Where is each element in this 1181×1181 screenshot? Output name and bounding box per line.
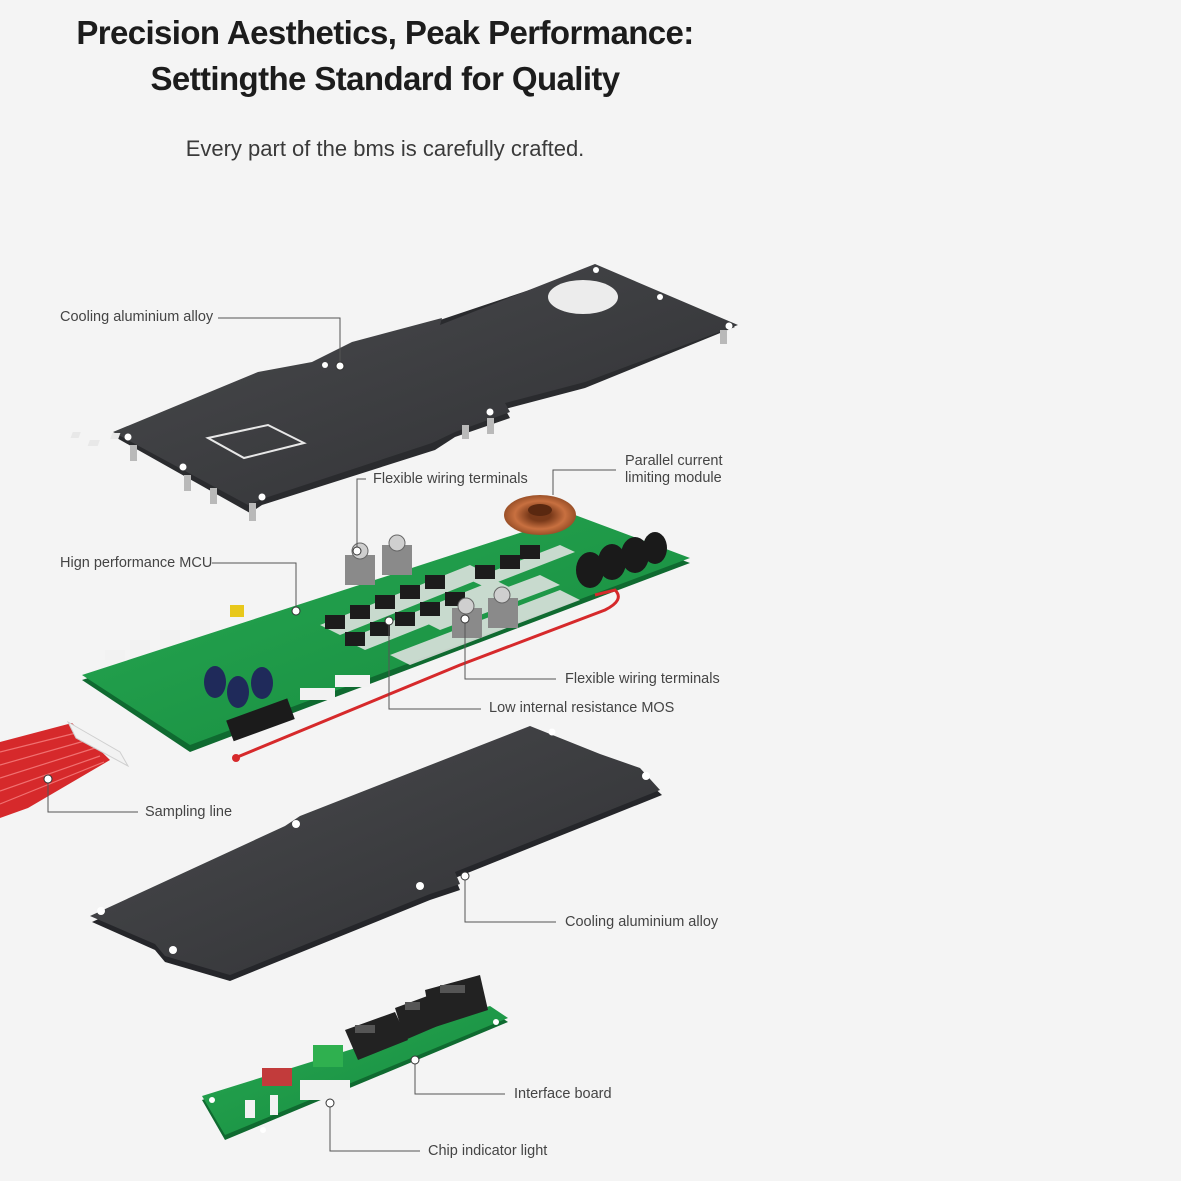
terminal-screw: [345, 534, 518, 638]
yellow-component: [230, 605, 244, 617]
sampling-cable: [0, 720, 130, 818]
label-cooling-top: Cooling aluminium alloy: [60, 309, 214, 325]
label-parallel-module: Parallel current limiting module: [625, 453, 745, 487]
qr-code-icon: [70, 423, 307, 460]
label-chip-light: Chip indicator light: [428, 1143, 548, 1159]
label-mcu: Hign performance MCU: [60, 555, 213, 571]
label-low-mos: Low internal resistance MOS: [489, 700, 675, 716]
label-flex-terminals-bottom: Flexible wiring terminals: [565, 671, 720, 687]
label-interface-board: Interface board: [514, 1086, 612, 1102]
leader-lines: [47, 317, 616, 1152]
label-sampling-line: Sampling line: [145, 804, 233, 820]
rj45-port-1: [345, 1012, 408, 1060]
page-subtitle: Every part of the bms is carefully craft…: [185, 136, 585, 161]
main-bms-board: [82, 495, 690, 762]
title-line-1: Precision Aesthetics, Peak Performance:: [76, 14, 694, 51]
label-parallel-line-2: limiting module: [625, 470, 722, 486]
plate-hole: [548, 280, 618, 314]
title-line-2: Settingthe Standard for Quality: [150, 60, 620, 97]
dip-switch: [262, 1068, 292, 1086]
top-cooling-plate: [70, 264, 738, 521]
green-connector: [313, 1045, 343, 1067]
leader-dots: [43, 361, 470, 1108]
label-flex-terminals-top: Flexible wiring terminals: [373, 471, 528, 487]
interface-board: [202, 975, 508, 1140]
label-parallel-line-1: Parallel current: [625, 453, 723, 469]
label-cooling-bottom: Cooling aluminium alloy: [565, 914, 719, 930]
page-title: Precision Aesthetics, Peak Performance: …: [0, 10, 770, 102]
bottom-cooling-plate: [90, 726, 662, 981]
